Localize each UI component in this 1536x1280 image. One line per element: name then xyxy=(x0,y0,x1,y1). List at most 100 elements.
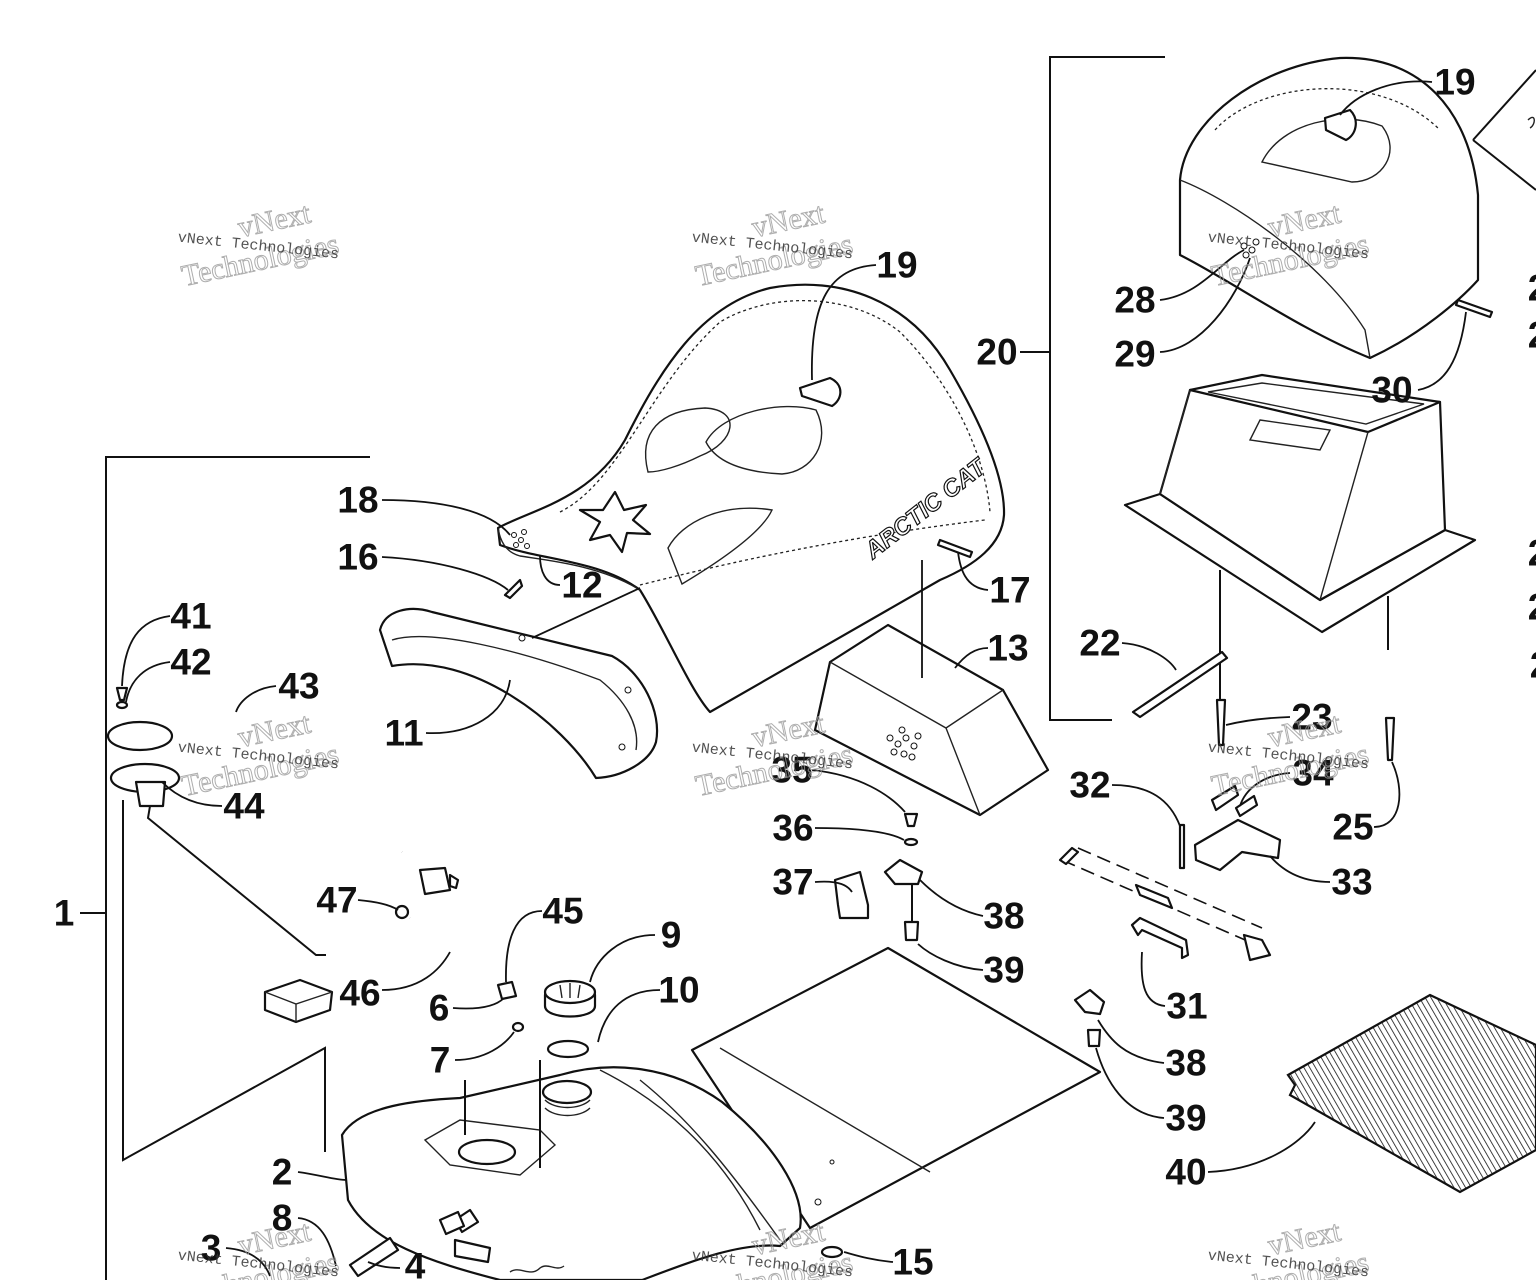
side-bracket xyxy=(833,870,870,920)
washer xyxy=(820,1245,844,1259)
leader-line xyxy=(297,1217,337,1267)
leader-lines xyxy=(121,80,1467,1277)
storage-box-decal-dots xyxy=(886,726,922,761)
seat-logo-star xyxy=(578,490,652,554)
seat-base-trim-inner xyxy=(391,635,638,751)
sender-screw xyxy=(115,686,129,702)
fuel-sender-float xyxy=(263,978,334,1024)
seat-side-stitching xyxy=(639,519,986,586)
callout-39: 39 xyxy=(1165,1098,1206,1139)
leader-line xyxy=(957,551,989,591)
watermark: vNext Technologies vNext Technologies xyxy=(1207,706,1372,803)
fuel-sender-float-edge xyxy=(264,991,333,1022)
callout-numbers: 19 19 20 28 29 30 18 16 12 17 13 41 42 4… xyxy=(54,62,1536,1280)
screw xyxy=(903,812,919,828)
latch-bracket xyxy=(1130,916,1190,960)
seat-clip xyxy=(503,578,524,600)
fuel-tank-ridge xyxy=(599,1069,781,1241)
o-ring xyxy=(546,1039,590,1059)
bracket-assembly-1 xyxy=(105,456,370,1280)
callout-47: 47 xyxy=(316,880,357,921)
bracket-inner-1 xyxy=(122,800,326,1162)
leader-line xyxy=(1121,642,1177,671)
washer xyxy=(903,837,919,847)
leader-line xyxy=(919,879,984,917)
leader-line xyxy=(1225,716,1291,726)
callout-32: 32 xyxy=(1069,765,1110,806)
fitting-grommet xyxy=(511,1021,525,1033)
watermark: vNext Technologies vNext Technologies xyxy=(691,1214,856,1280)
leader-line xyxy=(1111,784,1181,827)
leader-line xyxy=(381,556,509,591)
storage-bin xyxy=(1123,373,1477,762)
storage-box xyxy=(813,623,1050,817)
callout-11: 11 xyxy=(384,713,423,754)
callout-38: 38 xyxy=(983,896,1024,937)
leader-line xyxy=(1097,1019,1165,1064)
trim-tab xyxy=(624,686,632,694)
callout-44: 44 xyxy=(223,786,265,827)
leader-line xyxy=(454,1031,515,1061)
bracket-assembly-20 xyxy=(1049,56,1165,721)
grommet xyxy=(1086,1028,1102,1048)
leader-line xyxy=(505,910,543,983)
storage-bin-opening xyxy=(1207,382,1425,425)
rear-trim-detail xyxy=(1527,116,1535,129)
fuel-sender-body xyxy=(134,780,167,808)
callout-42: 42 xyxy=(170,642,211,683)
bin-rivet xyxy=(1384,716,1396,762)
fuel-tank-sender-port xyxy=(457,1138,517,1166)
fuel-tank-recess xyxy=(423,1119,557,1176)
callout-8: 8 xyxy=(272,1198,293,1239)
callout-46: 46 xyxy=(339,973,380,1014)
rear-seat-panel xyxy=(1260,118,1391,183)
rear-seat xyxy=(1178,56,1480,360)
leader-line xyxy=(381,499,511,536)
callout-9: 9 xyxy=(661,915,682,956)
rear-seat-stitching xyxy=(1214,88,1441,131)
leader-line xyxy=(357,899,399,911)
watermark: vNext Technologies vNext Technologies xyxy=(1207,1214,1372,1280)
callout-23: 23 xyxy=(1291,697,1332,738)
fuel-sender xyxy=(106,683,460,1024)
callout-17: 17 xyxy=(989,570,1030,611)
callout-25: 25 xyxy=(1332,807,1373,848)
callout-41: 41 xyxy=(170,596,211,637)
callout-28: 28 xyxy=(1114,280,1155,321)
leader-line xyxy=(811,769,906,813)
callout-18: 18 xyxy=(337,480,378,521)
mount-bracket xyxy=(1073,988,1106,1016)
callout-20: 20 xyxy=(976,332,1017,373)
grommet xyxy=(903,920,920,942)
leader-line xyxy=(297,1171,347,1181)
floor-tray-hole xyxy=(814,1198,822,1206)
fuel-sender-connector-pins xyxy=(448,873,460,890)
leader-line xyxy=(425,679,511,734)
leader-line xyxy=(367,1261,401,1269)
trim-tab xyxy=(618,743,626,751)
gas-cap xyxy=(543,979,597,1018)
callout-10: 10 xyxy=(658,970,699,1011)
leader-line xyxy=(531,587,641,639)
fasteners xyxy=(438,812,1106,1259)
callout-34: 34 xyxy=(1292,753,1334,794)
seat-rod xyxy=(936,538,974,559)
hose-clamp xyxy=(394,904,410,920)
leader-line xyxy=(539,555,561,586)
callout-edge-fragment: 2 xyxy=(1530,645,1536,686)
seat-front-face xyxy=(497,527,641,591)
callout-edge-fragment: 2 xyxy=(1528,587,1536,628)
callout-22: 22 xyxy=(1079,623,1120,664)
callout-13: 13 xyxy=(987,628,1028,669)
callout-edge-fragment: 2 xyxy=(1528,268,1536,309)
callout-43: 43 xyxy=(278,666,319,707)
gas-cap-ribs xyxy=(559,983,581,999)
rear-seat-rod xyxy=(1454,298,1494,319)
seat-stitching xyxy=(559,299,991,513)
leader-line xyxy=(1339,80,1433,116)
callout-7: 7 xyxy=(430,1040,451,1081)
tank-fastener-line xyxy=(464,1060,541,1168)
callout-19: 19 xyxy=(1434,62,1475,103)
leader-line xyxy=(452,997,505,1010)
